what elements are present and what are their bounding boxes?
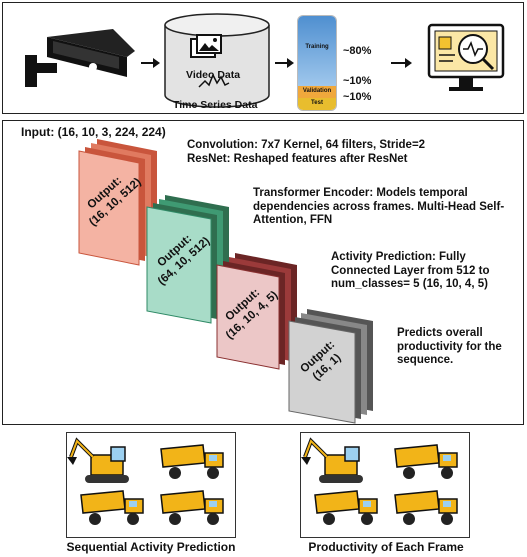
stage-3-stack: [216, 253, 297, 370]
data-split-tube: Training Validation Test: [297, 15, 337, 111]
layer-stacks: [78, 139, 373, 424]
stage-1-stack: [78, 139, 157, 266]
stage-4-description: Predicts overall productivity for the se…: [397, 327, 502, 367]
monitor-analytics-icon: [427, 23, 505, 91]
time-series-data-label: Time Series Data: [173, 99, 258, 111]
stage-3-description: Activity Prediction: Fully Connected Lay…: [331, 251, 490, 291]
video-data-label: Video Data: [186, 69, 241, 81]
sequential-activity-image: [66, 432, 236, 538]
construction-equipment-icon: [67, 437, 224, 525]
stage-4-stack: [288, 309, 373, 424]
validation-pct: ~10%: [343, 75, 372, 87]
architecture-panel: Input: (16, 10, 3, 224, 224): [2, 120, 524, 425]
right-caption: Productivity of Each Frame: [308, 540, 464, 554]
stage-2-description: Transformer Encoder: Models temporal dep…: [253, 187, 505, 227]
stage-2-stack: [146, 195, 229, 324]
arrow-icon: [391, 58, 412, 68]
database-cylinder: [164, 13, 270, 108]
training-segment: Training: [298, 16, 336, 86]
construction-equipment-icon: [301, 437, 458, 525]
security-camera-icon: [25, 29, 135, 87]
training-pct: ~80%: [343, 45, 372, 57]
stage-1-description: Convolution: 7x7 Kernel, 64 filters, Str…: [187, 139, 426, 165]
left-caption: Sequential Activity Prediction: [66, 540, 236, 554]
validation-segment: Validation: [298, 86, 336, 98]
productivity-image: [300, 432, 470, 538]
pipeline-panel: Video Data Time Series Data Training Val…: [2, 2, 524, 114]
input-label: Input: (16, 10, 3, 224, 224): [21, 125, 166, 139]
test-pct: ~10%: [343, 91, 372, 103]
test-segment: Test: [298, 98, 336, 110]
arrow-icon: [275, 58, 294, 68]
arrow-icon: [141, 58, 160, 68]
